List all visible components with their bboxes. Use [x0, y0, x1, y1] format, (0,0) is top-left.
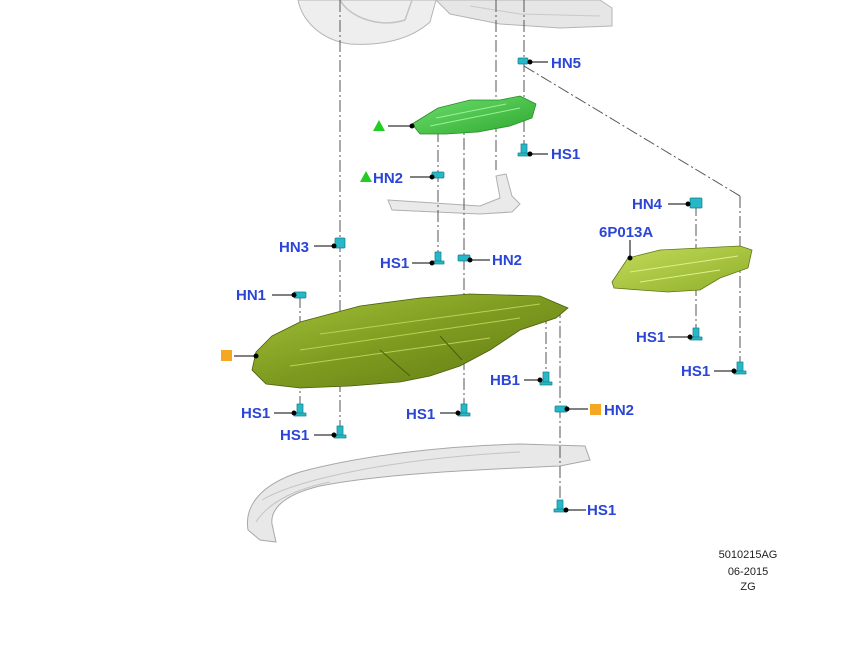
callout-labels: HN5 HS1 HN2 HN4 6P013A HN3 HS1 HN2 HN1 H…	[236, 55, 710, 519]
ghost-wheel-hub	[297, 0, 613, 45]
fastener-hn4	[689, 197, 703, 209]
drawing-number: 5010215AG	[719, 549, 778, 561]
label-hs1-bottom-left-1: HS1	[241, 405, 270, 422]
leader-lines	[234, 59, 737, 513]
fastener-hs1-top	[517, 143, 531, 157]
fastener-hn3	[334, 237, 346, 249]
label-hs1-bottom-mid: HS1	[406, 406, 435, 423]
ghost-front-bracket	[387, 173, 521, 215]
label-hs1-mid-left: HS1	[380, 255, 409, 272]
label-hb1: HB1	[490, 372, 520, 389]
label-hs1-right-upper: HS1	[636, 329, 665, 346]
right-shield-6p013a	[611, 245, 753, 293]
label-hn2-left: HN2	[373, 170, 403, 187]
green-bracket	[411, 95, 537, 135]
drawing-date: 06-2015	[728, 566, 768, 578]
green-triangle-marker-bracket	[373, 120, 385, 131]
label-hs1-right-lower: HS1	[681, 363, 710, 380]
orange-square-marker-hn2	[590, 404, 601, 415]
label-hn4: HN4	[632, 196, 663, 213]
orange-square-marker-main-shield	[221, 350, 232, 361]
fastener-hb1	[539, 371, 553, 386]
label-hn2-bottom: HN2	[604, 402, 634, 419]
label-hn1: HN1	[236, 287, 266, 304]
label-hs1-bottom: HS1	[587, 502, 616, 519]
main-lower-shield	[251, 293, 569, 389]
drawing-info: 5010215AG 06-2015 ZG	[719, 549, 778, 593]
fastener-hn5	[517, 57, 529, 65]
label-hn2-mid: HN2	[492, 252, 522, 269]
drawing-code: ZG	[740, 581, 755, 593]
ghost-front-bumper	[246, 443, 591, 543]
label-hn3: HN3	[279, 239, 309, 256]
label-hs1-bottom-left-2: HS1	[280, 427, 309, 444]
green-triangle-marker-hn2	[360, 171, 372, 182]
fastener-hs1-bottom-left-2	[333, 425, 347, 439]
label-hn5: HN5	[551, 55, 581, 72]
label-6p013a: 6P013A	[599, 224, 653, 241]
label-hs1-top: HS1	[551, 146, 580, 163]
